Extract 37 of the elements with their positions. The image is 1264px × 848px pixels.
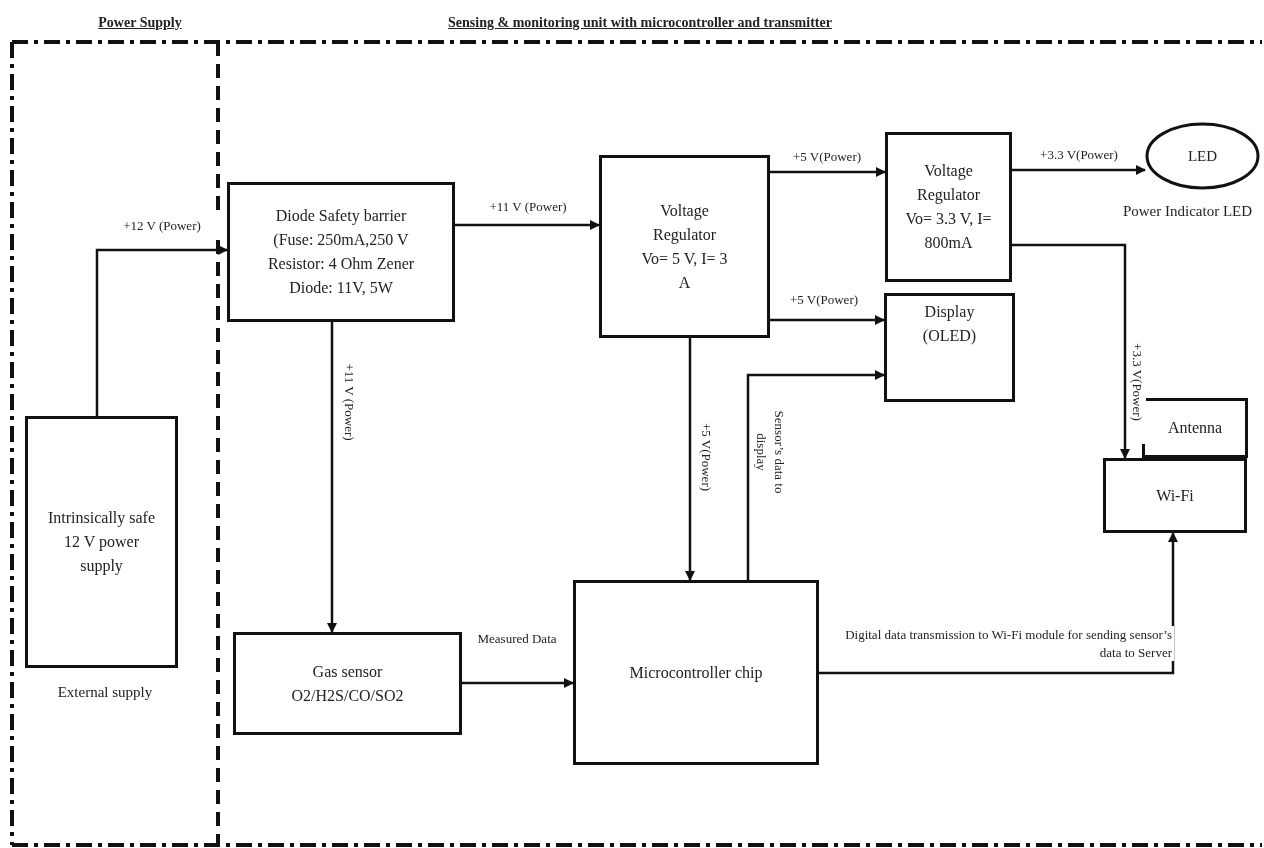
arrow [1012,165,1146,175]
node-text: Display (OLED) [921,302,978,347]
arrow [770,167,886,177]
node-text: Antenna [1167,418,1223,438]
caption-text: External supply [56,683,154,702]
block-box [1142,398,1248,458]
node-text: Microcontroller chip [629,662,763,684]
block-box [1103,458,1247,533]
node-text: Voltage Regulator [651,200,718,246]
section-heading: Sensing & monitoring unit with microcontroller and transmitter [447,15,833,31]
arrow [95,245,228,416]
section-heading: Power Supply [97,15,183,31]
arrow [770,315,885,325]
block-box [573,580,819,765]
node-text: Intrinsically safe 12 V power supply [46,508,157,577]
caption-text: Power Indicator LED [1121,202,1254,221]
arrow [455,220,600,230]
arrow [685,338,695,581]
block-box [233,632,462,735]
arrow [1012,243,1130,459]
block-box [884,293,1015,402]
node-text: Wi-Fi [1156,485,1194,506]
node-text: LED [1187,147,1218,165]
node-text: Vo= 5 V, I= 3 A [640,248,729,293]
arrow [746,370,885,580]
block-box [885,132,1012,282]
arrow [327,322,337,633]
arrow [819,532,1178,675]
node-text: Diode Safety barrier [275,206,407,227]
node-text: Gas sensor [312,661,383,682]
node-text: Vo= 3.3 V, I= 800mA [904,209,993,253]
node-text: (Fuse: 250mA,250 V Resistor: 4 Ohm Zener Diode: 11V, 5W [266,230,416,298]
block-box [227,182,455,322]
node-text: O2/H2S/CO/SO2 [291,685,404,706]
block-box [599,155,770,338]
node-text: Voltage Regulator [915,161,982,206]
arrow [462,678,574,688]
